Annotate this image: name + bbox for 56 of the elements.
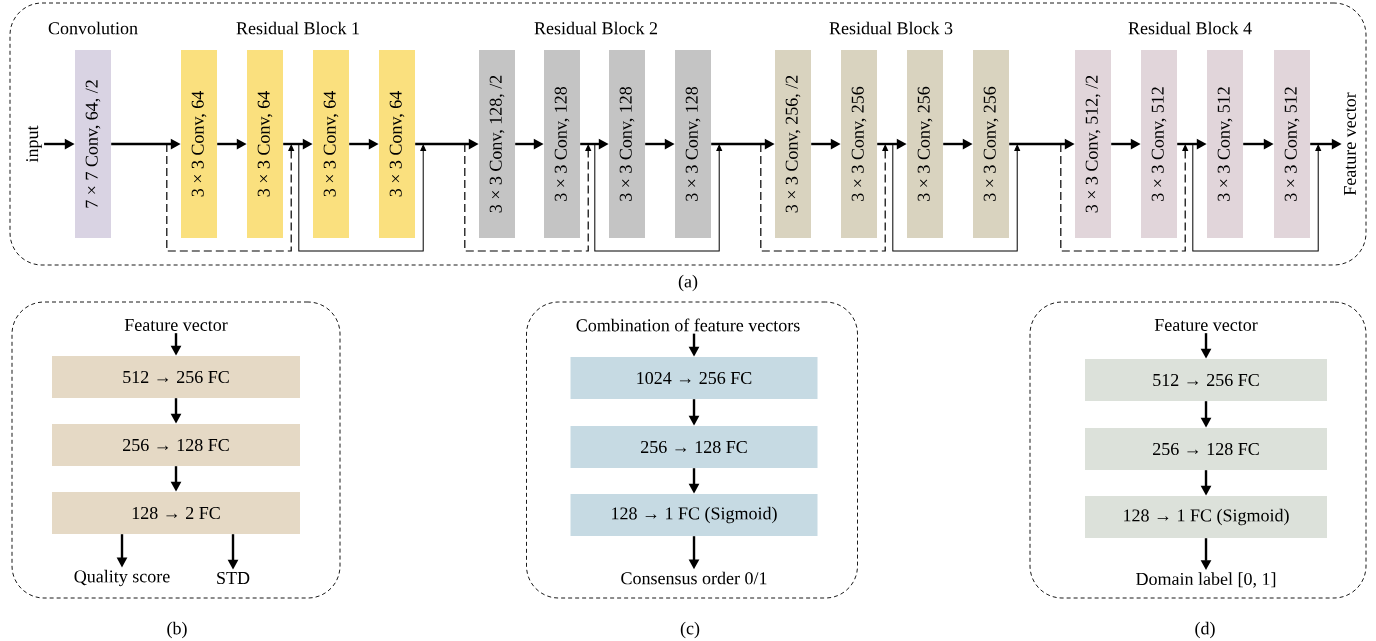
fc-layer-box: 512 → 256 FC [52, 356, 300, 398]
conv-layer-box: 3 × 3 Conv, 512 [1141, 50, 1177, 238]
conv-layer-box: 3 × 3 Conv, 64 [247, 50, 283, 238]
fc-layer-box: 256 → 128 FC [52, 424, 300, 466]
conv-layer-box: 3 × 3 Conv, 512 [1274, 50, 1310, 238]
io-label: STD [217, 571, 250, 585]
io-label: Feature vector [1154, 319, 1258, 331]
conv-layer-box: 3 × 3 Conv, 256 [841, 50, 877, 238]
io-label: Feature vector [124, 319, 228, 331]
skip-connection-arrow [464, 143, 592, 252]
fc-layer-box: 128 → 1 FC (Sigmoid) [1085, 496, 1327, 538]
conv-layer-box: 3 × 3 Conv, 64 [181, 50, 217, 238]
skip-connection-arrow [594, 143, 723, 252]
fc-layer-box: 256 → 128 FC [1085, 428, 1327, 470]
skip-connection-arrow [298, 143, 427, 252]
conv-layer-box: 3 × 3 Conv, 256 [973, 50, 1009, 238]
conv-layer-box: 3 × 3 Conv, 256, /2 [775, 50, 811, 238]
conv-layer-box: 3 × 3 Conv, 128 [544, 50, 580, 238]
io-label: Consensus order 0/1 [621, 571, 767, 585]
conv-layer-box: 7 × 7 Conv, 64, /2 [75, 50, 111, 238]
fc-layer-box: 256 → 128 FC [570, 426, 818, 468]
io-label: Domain label [0, 1] [1136, 572, 1276, 588]
conv-layer-box: 3 × 3 Conv, 64 [313, 50, 349, 238]
fc-layer-box: 512 → 256 FC [1085, 359, 1327, 401]
block-heading: Residual Block 2 [534, 21, 658, 35]
panel-frame [1029, 301, 1367, 599]
block-heading: Residual Block 3 [829, 21, 953, 35]
subfigure-label: (c) [680, 621, 700, 639]
conv-layer-box: 3 × 3 Conv, 128 [609, 50, 645, 238]
skip-connection-arrow [1192, 143, 1322, 252]
panel-frame [526, 301, 858, 599]
conv-layer-box: 3 × 3 Conv, 512, /2 [1075, 50, 1111, 238]
subfigure-label: (d) [1195, 621, 1215, 639]
skip-connection-arrow [760, 143, 889, 252]
block-heading: Residual Block 1 [236, 21, 359, 35]
block-heading: Residual Block 4 [1128, 21, 1252, 35]
conv-layer-box: 3 × 3 Conv, 64 [379, 50, 415, 238]
conv-layer-box: 3 × 3 Conv, 128, /2 [479, 50, 515, 238]
io-label: Combination of feature vectors [576, 318, 800, 332]
skip-connection-arrow [892, 143, 1021, 252]
skip-connection-arrow [1060, 143, 1189, 252]
conv-layer-box: 3 × 3 Conv, 512 [1207, 50, 1243, 238]
panel-frame [9, 2, 1367, 266]
skip-connection-arrow [166, 143, 295, 252]
subfigure-label: (a) [678, 274, 698, 292]
subfigure-label: (b) [167, 621, 187, 639]
fc-layer-box: 128 → 1 FC (Sigmoid) [570, 494, 818, 536]
block-heading: Convolution [48, 21, 138, 35]
conv-layer-box: 3 × 3 Conv, 128 [675, 50, 711, 238]
fc-layer-box: 1024 → 256 FC [570, 357, 818, 399]
io-label: Quality score [74, 569, 170, 587]
io-label: input [26, 125, 42, 163]
fc-layer-box: 128 → 2 FC [52, 492, 300, 534]
io-label: Feature vector [1344, 92, 1356, 196]
panel-frame [11, 301, 341, 599]
conv-layer-box: 3 × 3 Conv, 256 [907, 50, 943, 238]
